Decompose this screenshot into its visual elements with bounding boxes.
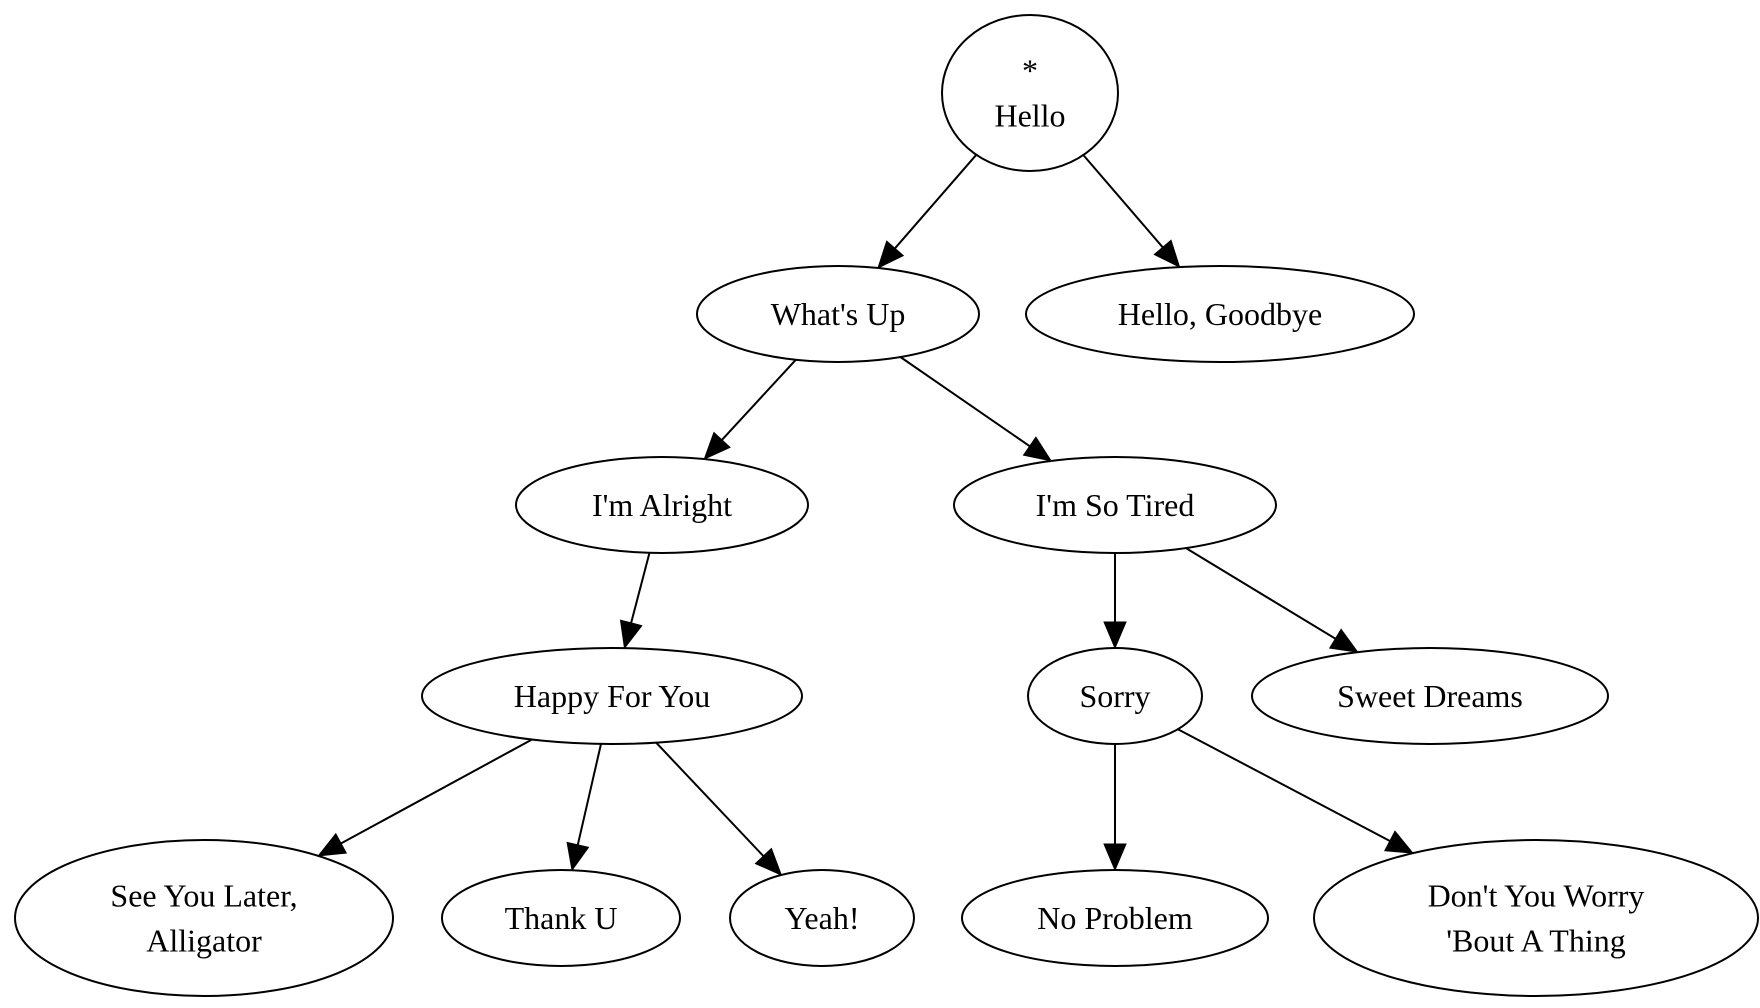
- node-label: Sweet Dreams: [1337, 678, 1523, 714]
- node-dont-you-worry: Don't You Worry 'Bout A Thing: [1313, 839, 1759, 997]
- edge-sorry-to-dont-you-worry: [1177, 728, 1415, 854]
- node-sweet-dreams: Sweet Dreams: [1251, 647, 1609, 745]
- edge-line: [1177, 728, 1391, 842]
- arrowhead-icon: [1103, 621, 1127, 650]
- node-label: I'm So Tired: [1036, 487, 1195, 523]
- node-label: Don't You Worry: [1428, 878, 1645, 914]
- node-thank-u: Thank U: [441, 869, 681, 967]
- node-ellipse: [1027, 647, 1203, 745]
- edge-line: [576, 743, 602, 846]
- node-label: Hello: [994, 98, 1065, 134]
- edge-line: [894, 154, 978, 249]
- node-label: Alligator: [146, 923, 262, 959]
- node-happy-for-you: Happy For You: [421, 647, 803, 745]
- node-ellipse: [441, 869, 681, 967]
- edge-line: [899, 356, 1031, 448]
- arrowhead-icon: [566, 841, 590, 872]
- node-im-so-tired: I'm So Tired: [953, 456, 1277, 554]
- node-label: Yeah!: [785, 900, 860, 936]
- edge-sorry-to-no-problem: [1103, 744, 1127, 872]
- node-ellipse: [941, 14, 1119, 172]
- edge-im-so-tired-to-sorry: [1103, 553, 1127, 650]
- node-label: Thank U: [505, 900, 618, 936]
- node-hello-goodbye: Hello, Goodbye: [1025, 265, 1415, 363]
- edge-line: [340, 738, 533, 845]
- arrowhead-icon: [877, 240, 905, 269]
- node-ellipse: [729, 869, 915, 967]
- arrowhead-icon: [317, 832, 348, 857]
- arrowhead-icon: [619, 619, 643, 650]
- node-ellipse: [515, 456, 809, 554]
- node-ellipse: [1313, 839, 1759, 997]
- node-label: Happy For You: [514, 678, 710, 714]
- edge-im-alright-to-happy-for-you: [619, 552, 651, 650]
- node-label: What's Up: [771, 296, 906, 332]
- node-label: See You Later,: [110, 878, 297, 914]
- node-ellipse: [421, 647, 803, 745]
- edge-im-so-tired-to-sweet-dreams: [1185, 547, 1359, 653]
- edge-whats-up-to-im-so-tired: [899, 356, 1053, 462]
- node-whats-up: What's Up: [696, 265, 980, 363]
- node-ellipse: [696, 265, 980, 363]
- arrowhead-icon: [1022, 436, 1053, 462]
- edge-line: [630, 552, 651, 624]
- node-ellipse: [961, 869, 1269, 967]
- arrowhead-icon: [703, 431, 731, 461]
- edge-whats-up-to-im-alright: [703, 359, 797, 461]
- node-sorry: Sorry: [1027, 647, 1203, 745]
- edge-happy-for-you-to-see-you-later: [317, 738, 533, 857]
- arrowhead-icon: [1153, 239, 1181, 269]
- arrowhead-icon: [1384, 830, 1415, 854]
- edge-line: [1082, 154, 1164, 248]
- node-hello: * Hello: [941, 14, 1119, 172]
- node-im-alright: I'm Alright: [515, 456, 809, 554]
- node-yeah: Yeah!: [729, 869, 915, 967]
- edge-hello-to-whats-up: [877, 154, 978, 269]
- arrowhead-icon: [1103, 843, 1127, 872]
- node-label: No Problem: [1037, 900, 1193, 936]
- edge-line: [721, 359, 797, 441]
- edges-layer: [317, 154, 1415, 876]
- arrowhead-icon: [1328, 628, 1359, 653]
- node-label: *: [1022, 53, 1038, 89]
- edge-line: [655, 742, 765, 857]
- arrowhead-icon: [754, 847, 783, 876]
- node-no-problem: No Problem: [961, 869, 1269, 967]
- node-ellipse: [1025, 265, 1415, 363]
- edge-happy-for-you-to-thank-u: [566, 743, 602, 872]
- node-label: Sorry: [1079, 678, 1150, 714]
- edge-hello-to-hello-goodbye: [1082, 154, 1181, 269]
- edge-line: [1185, 547, 1336, 640]
- edge-happy-for-you-to-yeah: [655, 742, 783, 876]
- node-label: 'Bout A Thing: [1446, 923, 1625, 959]
- node-ellipse: [14, 839, 394, 997]
- node-ellipse: [953, 456, 1277, 554]
- node-see-you-later: See You Later, Alligator: [14, 839, 394, 997]
- node-label: I'm Alright: [592, 487, 732, 523]
- node-ellipse: [1251, 647, 1609, 745]
- node-label: Hello, Goodbye: [1118, 296, 1322, 332]
